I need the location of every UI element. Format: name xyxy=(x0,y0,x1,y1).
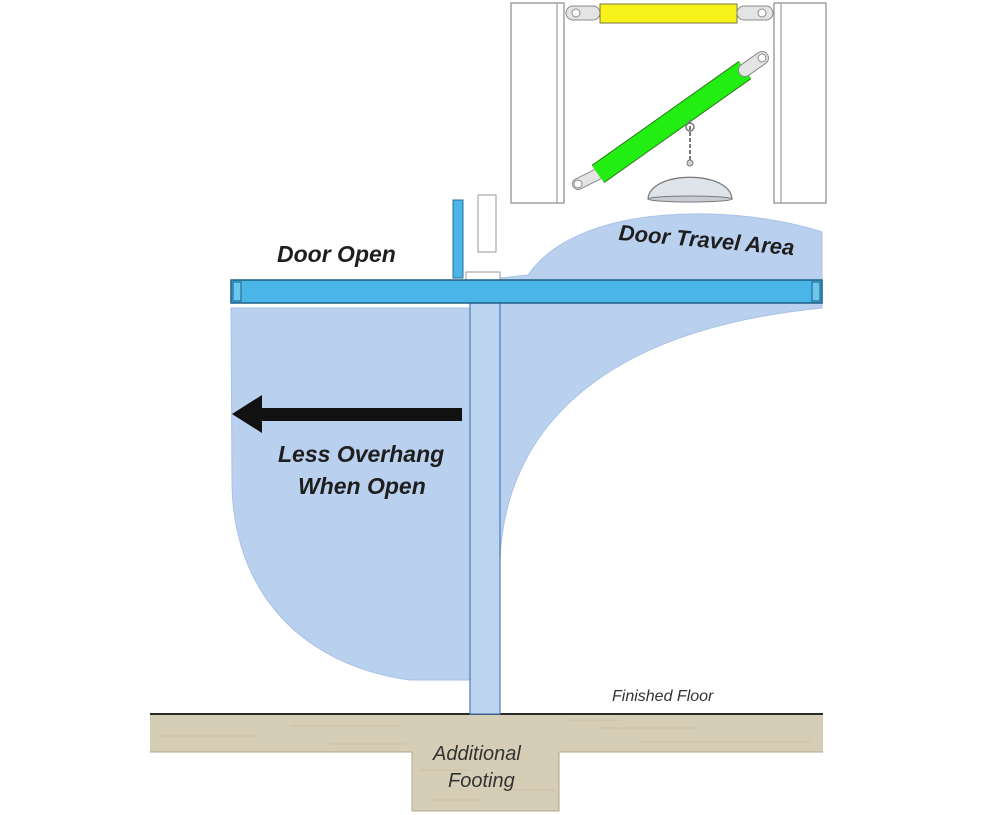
footing-outline xyxy=(150,751,823,812)
top-strut xyxy=(565,3,774,24)
door-panel xyxy=(230,279,823,304)
finished-floor-label: Finished Floor xyxy=(612,688,714,705)
travel-area-right xyxy=(499,213,823,561)
footing-label-line1: Additional xyxy=(432,743,521,765)
less-overhang-label-line2: When Open xyxy=(298,473,426,499)
hinge-plate xyxy=(452,199,464,279)
diagonal-strut xyxy=(572,51,769,190)
dome-light-icon xyxy=(647,120,733,203)
inset-illustration xyxy=(509,2,827,205)
floor-slab xyxy=(150,713,823,812)
footing-label-line2: Footing xyxy=(448,770,515,792)
travel-area-left xyxy=(230,307,471,681)
inset-left-post xyxy=(510,2,565,204)
door-open-label: Door Open xyxy=(277,241,396,267)
center-post xyxy=(469,277,501,715)
inset-right-post xyxy=(773,2,827,204)
hinge-cap xyxy=(465,271,501,281)
left-arrow-icon xyxy=(232,395,462,433)
less-overhang-label-line1: Less Overhang xyxy=(278,441,444,467)
hinge-outline-box xyxy=(477,194,497,253)
